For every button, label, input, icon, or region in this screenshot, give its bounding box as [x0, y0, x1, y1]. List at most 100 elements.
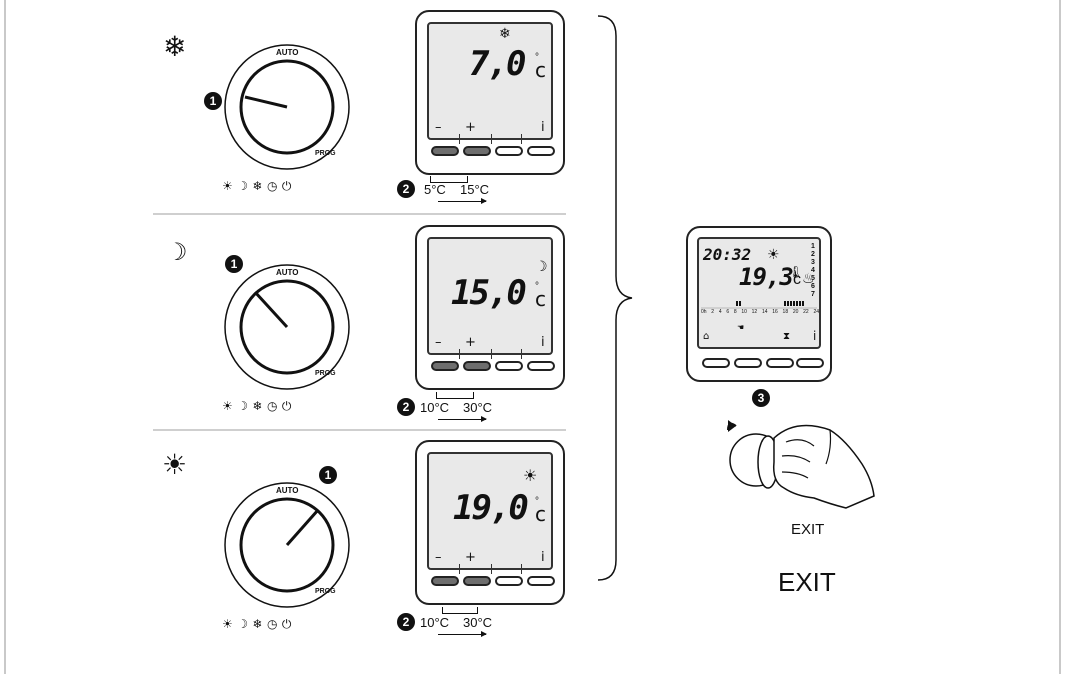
- dial-snowflake-icon: ❄: [252, 179, 263, 193]
- day-number: 3: [811, 259, 815, 266]
- moon-icon: ☽: [166, 238, 188, 266]
- dial-moon-icon: ☽: [237, 617, 248, 631]
- dial-clock-icon: ◷: [266, 617, 278, 631]
- day-number: 7: [811, 291, 815, 298]
- day-number: 4: [811, 267, 815, 274]
- mode-dial[interactable]: AUTO PROG ☀ ☽ ❄ ◷ ⏻: [222, 480, 352, 631]
- plus-button[interactable]: [463, 576, 491, 586]
- auto-button-4[interactable]: [796, 358, 824, 368]
- hour-label: 14: [761, 309, 768, 315]
- dial-moon-icon: ☽: [237, 399, 248, 413]
- step-2-badge: 2: [397, 180, 415, 198]
- hand-icon: ☚: [737, 323, 745, 332]
- auto-button-3[interactable]: [766, 358, 794, 368]
- step-2-badge: 2: [397, 398, 415, 416]
- exit-label-small: EXIT: [791, 521, 825, 538]
- dial-ring: [224, 482, 350, 608]
- function-button[interactable]: [495, 146, 523, 156]
- dial-power-icon: ⏻: [281, 617, 292, 631]
- auto-lcd-screen: 20:32 ☀ 19,3 c 🌡 ♨ 1 2 3 4 5 6 7 0h 2 4 …: [697, 237, 821, 349]
- hour-label: 0h: [701, 309, 707, 315]
- hour-label: 8: [733, 309, 737, 315]
- key-divider: [491, 134, 492, 144]
- range-arrow: [438, 416, 487, 422]
- lcd-screen: ❄ 7,0 ° c – + i: [427, 22, 553, 144]
- exit-label-large: EXIT: [778, 567, 836, 597]
- key-divider: [459, 564, 460, 574]
- minus-button[interactable]: [431, 361, 459, 371]
- key-divider: [521, 134, 522, 144]
- lcd-unit: c: [535, 58, 546, 82]
- dial-prog-label: PROG: [315, 370, 336, 377]
- key-divider: [459, 134, 460, 144]
- info-button[interactable]: [527, 146, 555, 156]
- minus-button[interactable]: [431, 576, 459, 586]
- day-numbers: 1 2 3 4 5 6 7: [811, 243, 819, 299]
- right-frame-line: [1059, 0, 1061, 674]
- auto-button-2[interactable]: [734, 358, 762, 368]
- dial-prog-label: PROG: [315, 588, 336, 595]
- key-divider: [521, 564, 522, 574]
- auto-button-1[interactable]: [702, 358, 730, 368]
- key-label-plus: +: [465, 120, 476, 135]
- auto-unit: c: [793, 271, 801, 288]
- lcd-temperature: 7,0: [469, 44, 526, 84]
- lcd-degree: °: [535, 52, 539, 63]
- key-label-info: i: [541, 550, 545, 565]
- hour-label: 22: [803, 309, 809, 315]
- plus-button[interactable]: [463, 361, 491, 371]
- day-number: 1: [811, 243, 815, 250]
- dial-moon-icon: ☽: [237, 179, 248, 193]
- key-label-info: i: [541, 335, 545, 350]
- left-frame-line: [4, 0, 6, 674]
- day-number: 2: [811, 251, 815, 258]
- step-3-badge: 3: [752, 389, 770, 407]
- mode-dial[interactable]: AUTO PROG ☀ ☽ ❄ ◷ ⏻: [222, 262, 352, 413]
- key-label-info: i: [541, 120, 545, 135]
- hour-label: 20: [792, 309, 799, 315]
- curly-brace: [597, 15, 633, 581]
- range-max: 30°C: [463, 400, 493, 415]
- range-max: 30°C: [463, 615, 493, 630]
- function-button[interactable]: [495, 361, 523, 371]
- lcd-temperature: 15,0: [451, 273, 527, 313]
- range-max: 15°C: [460, 182, 490, 197]
- dial-prog-label: PROG: [315, 150, 336, 157]
- separator-2: [153, 429, 566, 431]
- auto-sun-icon: ☀: [767, 247, 780, 263]
- range-arrow: [438, 198, 487, 204]
- function-button[interactable]: [495, 576, 523, 586]
- auto-temperature: 19,3: [739, 263, 794, 291]
- hour-label: 4: [718, 309, 722, 315]
- lcd-unit: c: [535, 502, 546, 526]
- dial-clock-icon: ◷: [266, 179, 278, 193]
- key-divider: [521, 349, 522, 359]
- dial-snowflake-icon: ❄: [252, 617, 263, 631]
- dial-sun-icon: ☀: [222, 399, 233, 413]
- dial-power-icon: ⏻: [281, 179, 292, 193]
- hour-label: 2: [711, 309, 715, 315]
- sun-icon: ☀: [162, 448, 188, 481]
- key-label-minus: –: [435, 120, 442, 135]
- dial-sun-icon: ☀: [222, 617, 233, 631]
- dial-sun-icon: ☀: [222, 179, 233, 193]
- plus-button[interactable]: [463, 146, 491, 156]
- mode-dial[interactable]: AUTO PROG ☀ ☽ ❄ ◷ ⏻: [222, 42, 352, 193]
- range-min: 10°C: [420, 400, 450, 415]
- dial-auto-label: AUTO: [276, 486, 299, 495]
- step-1-badge: 1: [204, 92, 222, 110]
- minus-button[interactable]: [431, 146, 459, 156]
- info-button[interactable]: [527, 576, 555, 586]
- dial-snowflake-icon: ❄: [252, 399, 263, 413]
- info-button[interactable]: [527, 361, 555, 371]
- range-bracket: [442, 607, 478, 614]
- lcd-mode-icon: ☀: [523, 466, 538, 485]
- key-divider: [491, 564, 492, 574]
- hour-label: 10: [741, 309, 747, 315]
- thermostat-device: ☽ 15,0 ° c – + i: [415, 225, 565, 390]
- step-1-badge: 1: [225, 255, 243, 273]
- thermostat-device: ❄ 7,0 ° c – + i: [415, 10, 565, 175]
- key-label-minus: –: [435, 335, 442, 350]
- hour-label: 6: [726, 309, 730, 315]
- key-divider: [491, 349, 492, 359]
